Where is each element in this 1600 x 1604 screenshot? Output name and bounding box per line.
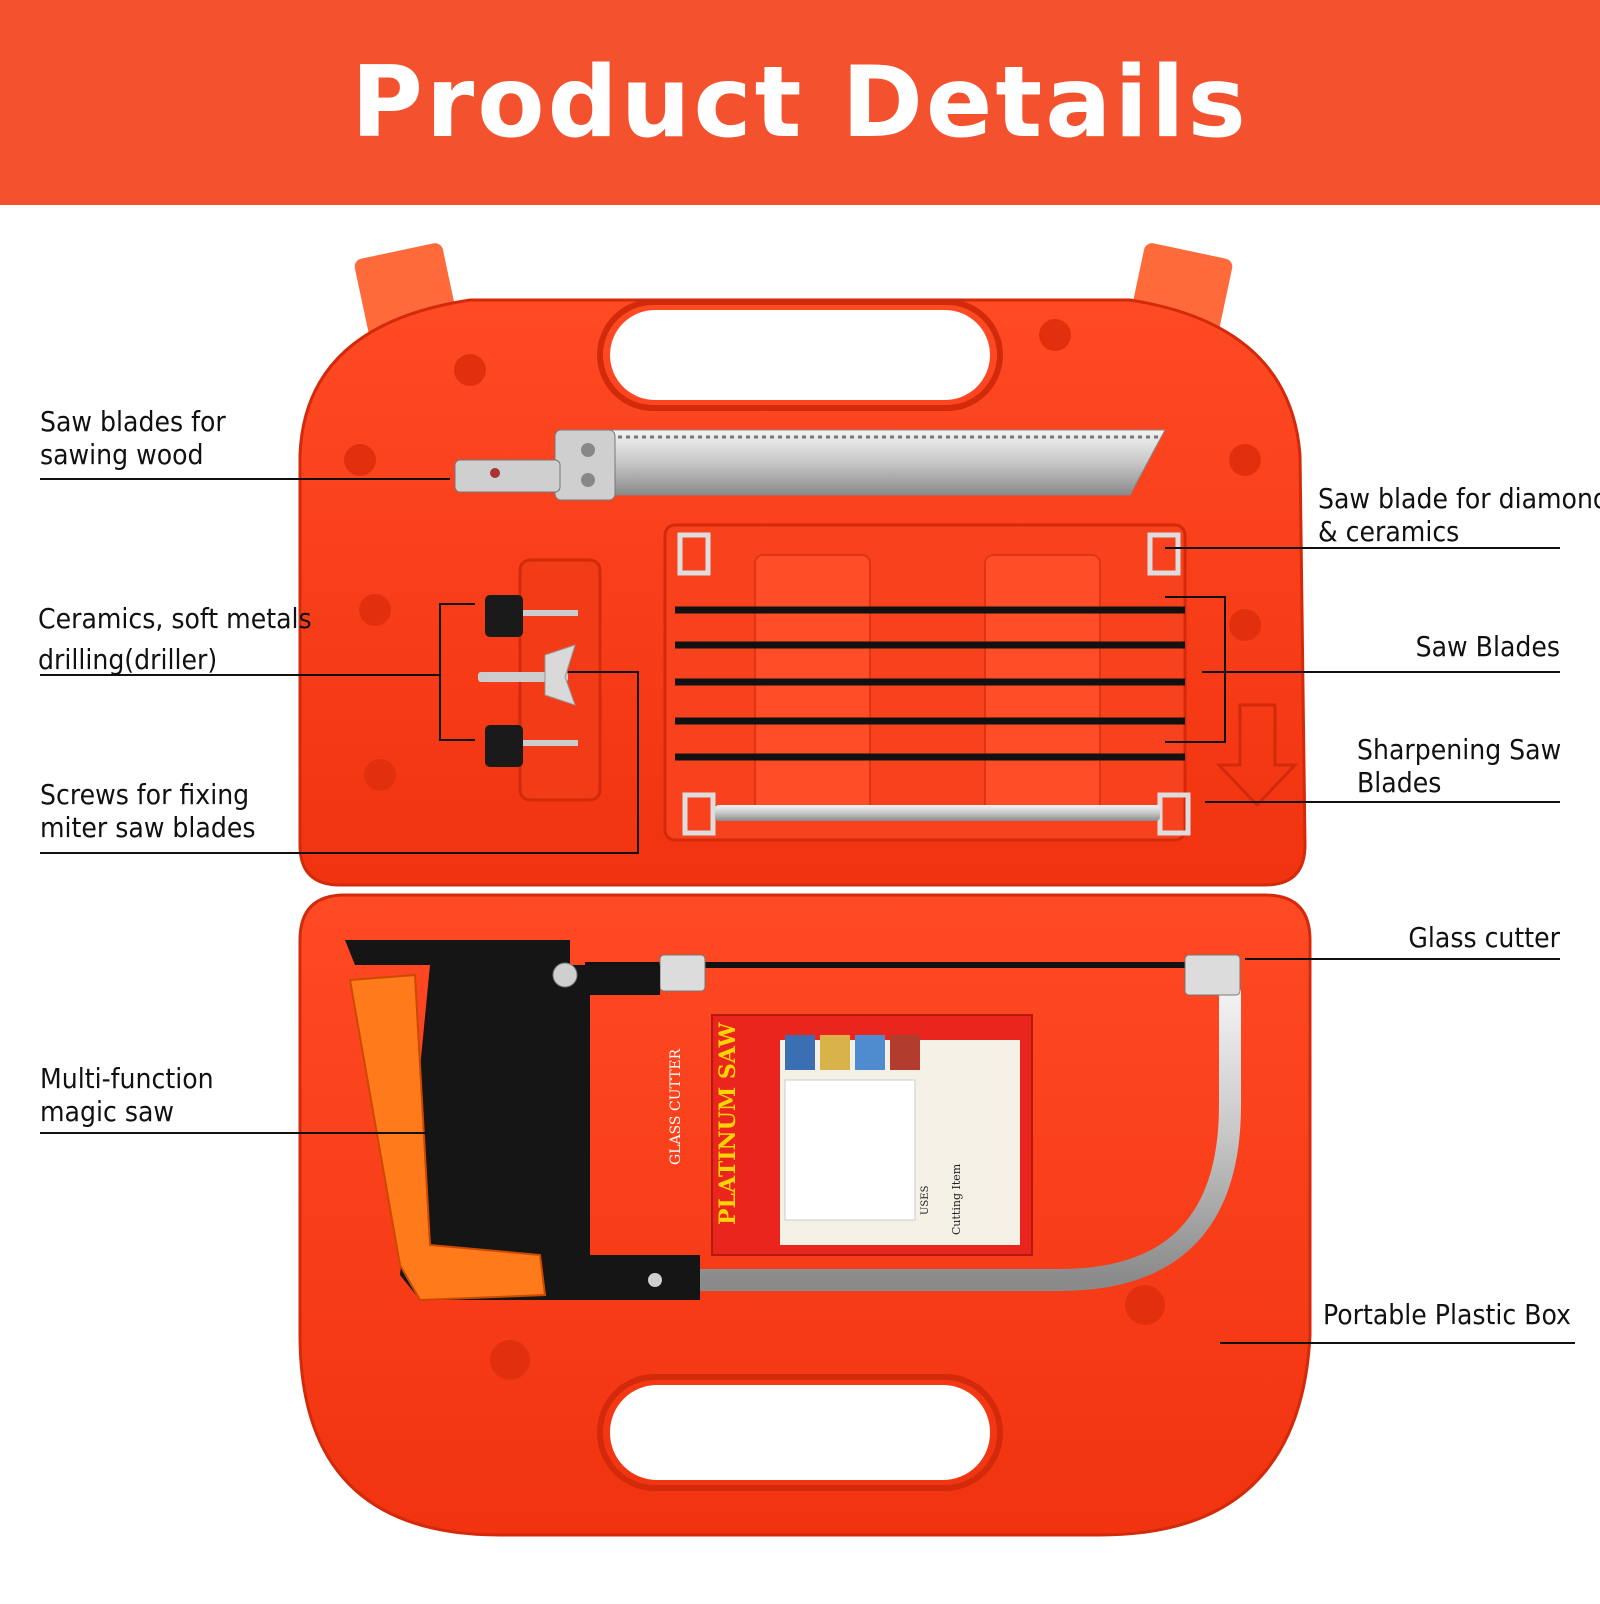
product-scene: PLATINUM SAW GLASS CUTTER USES Cutting I… <box>0 205 1600 1600</box>
callout-screws-text: Screws for fixing miter saw blades <box>40 778 256 844</box>
wing-screw <box>478 644 576 706</box>
page-title: Product Details <box>351 45 1249 160</box>
driller-bits <box>485 595 578 767</box>
sharpening-saw-blade <box>682 792 1191 836</box>
diamond-saw-blade <box>677 532 1181 576</box>
callout-plastic-box-text: Portable Plastic Box <box>1323 1298 1571 1331</box>
callout-glass-cutter-text: Glass cutter <box>1408 921 1560 954</box>
product-package-card: PLATINUM SAW GLASS CUTTER USES Cutting I… <box>668 1014 1033 1256</box>
callout-leader-lines <box>40 478 1575 1344</box>
callout-sharpening-blades-text: Sharpening Saw Blades <box>1357 733 1562 799</box>
callout-screws: Screws for fixing miter saw blades <box>40 778 255 844</box>
package-glass-cutter-text: GLASS CUTTER <box>668 1048 684 1165</box>
callout-plastic-box: Portable Plastic Box <box>1323 1298 1571 1331</box>
callout-wood-saw-blades-text: Saw blades for sawing wood <box>40 405 226 471</box>
case-lid <box>298 298 1307 887</box>
callout-glass-cutter: Glass cutter <box>1408 921 1560 954</box>
package-uses-text: USES <box>920 1185 931 1215</box>
callout-sharpening-blades: Sharpening Saw Blades <box>1357 733 1561 799</box>
callout-diamond-blade: Saw blade for diamonds & ceramics <box>1318 482 1600 548</box>
header-banner: Product Details <box>0 0 1600 205</box>
callout-driller-text: Ceramics, soft metals drilling(driller) <box>38 602 312 676</box>
callout-diamond-blade-text: Saw blade for diamonds & ceramics <box>1318 482 1600 548</box>
tool-case-illustration: PLATINUM SAW GLASS CUTTER USES Cutting I… <box>40 243 1575 1537</box>
lid-handle-hole <box>610 310 990 400</box>
callout-magic-saw: Multi-function magic saw <box>40 1062 214 1128</box>
black-saw-blades <box>675 606 1185 761</box>
magic-saw <box>345 940 1241 1302</box>
package-brand-text: PLATINUM SAW <box>715 1022 741 1225</box>
callout-magic-saw-text: Multi-function magic saw <box>40 1062 214 1128</box>
base-handle-hole <box>610 1385 990 1480</box>
callout-saw-blades-text: Saw Blades <box>1415 630 1560 663</box>
callout-saw-blades: Saw Blades <box>1416 630 1560 663</box>
wood-saw-blade <box>454 429 1166 501</box>
package-cutting-item-text: Cutting Item <box>950 1163 963 1235</box>
callout-driller: Ceramics, soft metals drilling(driller) <box>38 598 312 680</box>
callout-wood-saw-blades: Saw blades for sawing wood <box>40 405 226 471</box>
